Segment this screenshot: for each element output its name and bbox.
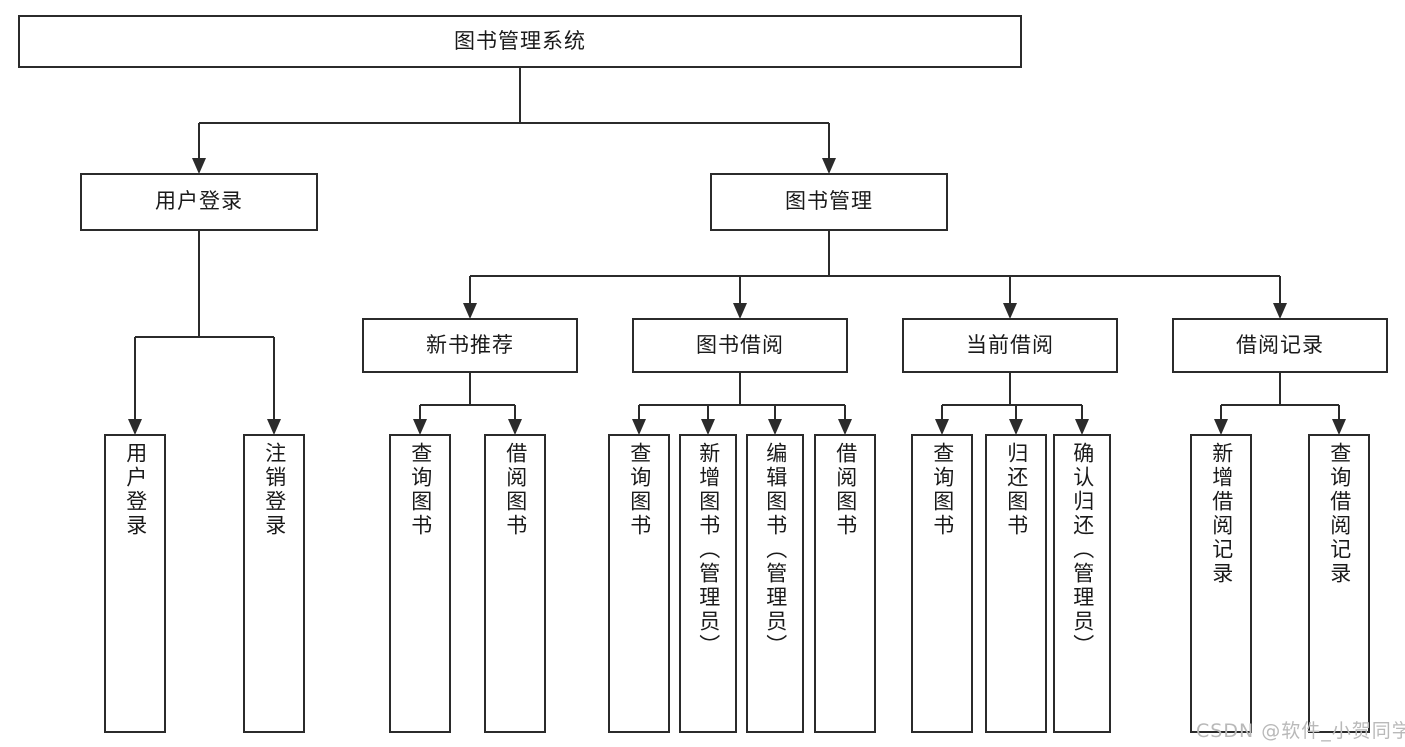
arrow-head-icon — [463, 303, 477, 319]
edge-bus-book-borrow — [639, 403, 845, 406]
node-leaf-borrow-book-1[interactable]: 借阅图书 — [484, 434, 546, 733]
edge-stem-new-book-rec — [469, 373, 471, 405]
edge-drop — [273, 336, 275, 433]
arrow-head-icon — [632, 419, 646, 435]
node-label: 新增借阅记录 — [1209, 442, 1234, 586]
node-label: 用户登录 — [155, 189, 243, 214]
arrow-head-icon — [413, 419, 427, 435]
node-leaf-user-login[interactable]: 用户登录 — [104, 434, 166, 733]
node-label: 图书管理系统 — [454, 28, 586, 53]
node-leaf-query-book-2[interactable]: 查询图书 — [608, 434, 670, 733]
node-label: 查询图书 — [627, 442, 652, 538]
arrow-head-icon — [822, 158, 836, 174]
arrow-head-icon — [1273, 303, 1287, 319]
node-label: 确认归还（管理员） — [1070, 442, 1095, 658]
edge-drop — [469, 276, 471, 317]
arrow-head-icon — [838, 419, 852, 435]
edge-stem-root — [519, 68, 521, 123]
node-leaf-borrow-book-2[interactable]: 借阅图书 — [814, 434, 876, 733]
edge-bus-current-borrow — [942, 403, 1082, 406]
edge-bus-book-manage — [470, 275, 1280, 278]
edge-drop — [739, 276, 741, 317]
node-leaf-query-record[interactable]: 查询借阅记录 — [1308, 434, 1370, 733]
node-leaf-query-book-3[interactable]: 查询图书 — [911, 434, 973, 733]
arrow-head-icon — [935, 419, 949, 435]
arrow-head-icon — [1332, 419, 1346, 435]
node-label: 图书管理 — [785, 189, 873, 214]
edge-drop — [419, 404, 421, 433]
node-label: 注销登录 — [262, 442, 287, 538]
node-current-borrow[interactable]: 当前借阅 — [902, 318, 1118, 373]
edge-drop — [1015, 404, 1017, 433]
edge-drop — [1009, 276, 1011, 317]
edge-drop — [638, 404, 640, 433]
node-book-manage[interactable]: 图书管理 — [710, 173, 948, 231]
node-label: 编辑图书（管理员） — [763, 442, 788, 658]
arrow-head-icon — [1214, 419, 1228, 435]
edge-drop — [707, 404, 709, 433]
edge-drop — [134, 336, 136, 433]
node-leaf-return-book[interactable]: 归还图书 — [985, 434, 1047, 733]
edge-stem-user-login — [198, 231, 200, 337]
node-leaf-add-record[interactable]: 新增借阅记录 — [1190, 434, 1252, 733]
edge-drop — [828, 122, 830, 172]
edge-drop — [1338, 404, 1340, 433]
node-user-login[interactable]: 用户登录 — [80, 173, 318, 231]
node-label: 借阅记录 — [1236, 332, 1324, 357]
node-leaf-confirm-ret[interactable]: 确认归还（管理员） — [1053, 434, 1111, 733]
node-leaf-add-book[interactable]: 新增图书（管理员） — [679, 434, 737, 733]
edge-stem-book-manage — [828, 231, 830, 277]
edge-bus-borrow-record — [1221, 403, 1339, 406]
edge-drop — [774, 404, 776, 433]
node-label: 借阅图书 — [503, 442, 528, 538]
edge-drop — [844, 404, 846, 433]
edge-bus-new-book-rec — [420, 403, 515, 406]
node-label: 查询图书 — [408, 442, 433, 538]
arrow-head-icon — [1075, 419, 1089, 435]
arrow-head-icon — [128, 419, 142, 435]
edge-bus-user-login — [135, 335, 274, 338]
edge-drop — [1081, 404, 1083, 433]
arrow-head-icon — [768, 419, 782, 435]
arrow-head-icon — [192, 158, 206, 174]
edge-drop — [514, 404, 516, 433]
node-root[interactable]: 图书管理系统 — [18, 15, 1022, 68]
arrow-head-icon — [1003, 303, 1017, 319]
edge-drop — [1220, 404, 1222, 433]
edge-bus-root — [199, 121, 829, 124]
node-label: 用户登录 — [123, 442, 148, 538]
edge-stem-borrow-record — [1279, 373, 1281, 405]
node-leaf-edit-book[interactable]: 编辑图书（管理员） — [746, 434, 804, 733]
arrow-head-icon — [701, 419, 715, 435]
edge-stem-book-borrow — [739, 373, 741, 405]
edge-drop — [198, 122, 200, 172]
arrow-head-icon — [733, 303, 747, 319]
edge-stem-current-borrow — [1009, 373, 1011, 405]
node-label: 当前借阅 — [966, 332, 1054, 357]
node-label: 新增图书（管理员） — [696, 442, 721, 658]
edge-drop — [941, 404, 943, 433]
edge-drop — [1279, 276, 1281, 317]
arrow-head-icon — [508, 419, 522, 435]
node-leaf-query-book-1[interactable]: 查询图书 — [389, 434, 451, 733]
node-borrow-record[interactable]: 借阅记录 — [1172, 318, 1388, 373]
arrow-head-icon — [267, 419, 281, 435]
node-leaf-logout[interactable]: 注销登录 — [243, 434, 305, 733]
node-new-book-rec[interactable]: 新书推荐 — [362, 318, 578, 373]
node-label: 查询借阅记录 — [1327, 442, 1352, 586]
node-label: 归还图书 — [1004, 442, 1029, 538]
arrow-head-icon — [1009, 419, 1023, 435]
node-book-borrow[interactable]: 图书借阅 — [632, 318, 848, 373]
node-label: 新书推荐 — [426, 332, 514, 357]
node-label: 图书借阅 — [696, 332, 784, 357]
node-label: 查询图书 — [930, 442, 955, 538]
node-label: 借阅图书 — [833, 442, 858, 538]
